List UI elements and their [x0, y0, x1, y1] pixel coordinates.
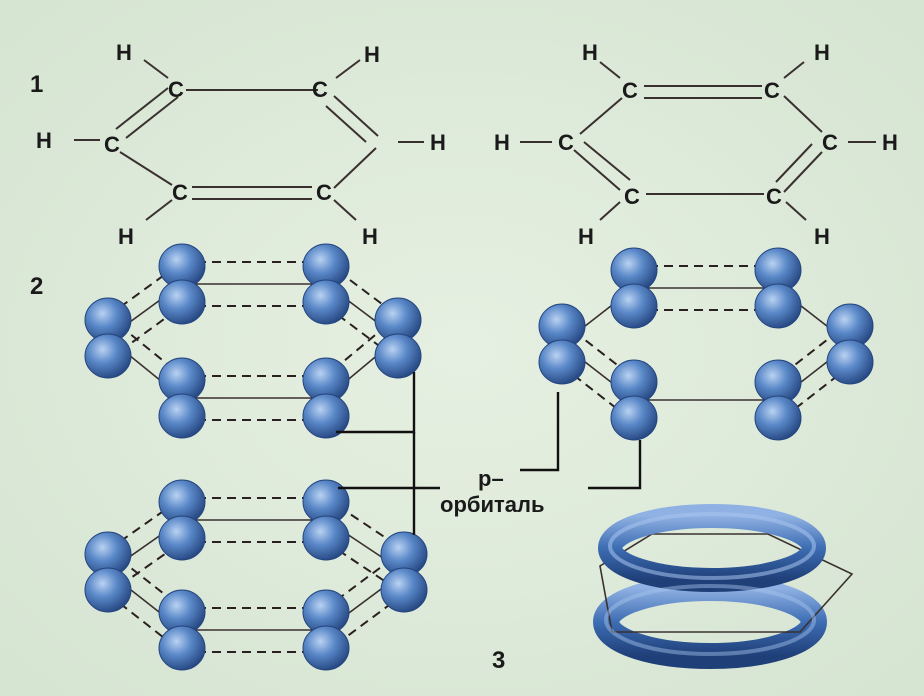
p-orbital-lobe: [754, 395, 802, 441]
p-orbital: [302, 479, 350, 561]
carbon-label: C: [172, 180, 188, 205]
p-orbital: [84, 297, 132, 379]
carbon-label: C: [316, 180, 332, 205]
carbon-label: C: [104, 132, 120, 157]
p-orbital-lobe: [538, 339, 586, 385]
p-orbital-lobe: [302, 515, 350, 561]
hydrogen-label: H: [494, 130, 510, 155]
p-orbital: [302, 243, 350, 325]
p-orbital-lobe: [302, 393, 350, 439]
delocalized-pi-cloud: [593, 504, 854, 669]
p-orbital-lobe: [374, 333, 422, 379]
step-number-2: 2: [30, 273, 43, 300]
hydrogen-label: H: [364, 42, 380, 67]
p-orbital: [380, 531, 428, 613]
p-orbital-lobe: [826, 339, 874, 385]
p-orbital: [302, 589, 350, 671]
kekule-structure-left: C C C C C H H H H H H: [36, 40, 446, 249]
p-orbital: [158, 243, 206, 325]
hydrogen-label: H: [882, 130, 898, 155]
carbon-label: C: [764, 78, 780, 103]
p-orbital-model-lower-left: [84, 479, 428, 671]
p-orbital: [374, 297, 422, 379]
p-orbital-lobe: [610, 283, 658, 329]
p-orbital: [610, 247, 658, 329]
carbon-label: C: [624, 184, 640, 209]
p-orbital-lobe: [610, 395, 658, 441]
p-orbital: [826, 303, 874, 385]
hydrogen-label: H: [118, 224, 134, 249]
p-orbital-lobe: [84, 567, 132, 613]
p-orbital-lobe: [84, 333, 132, 379]
p-orbital-lobe: [158, 279, 206, 325]
orbital-label-line2: орбиталь: [440, 492, 545, 517]
hydrogen-label: H: [582, 40, 598, 65]
p-orbital-lobe: [158, 515, 206, 561]
hydrogen-label: H: [578, 224, 594, 249]
p-orbital: [158, 479, 206, 561]
p-orbital: [158, 589, 206, 671]
p-orbital: [538, 303, 586, 385]
p-orbital: [302, 357, 350, 439]
kekule-structure-right: C C C C C C H H H H H H: [494, 40, 898, 249]
p-orbital: [754, 359, 802, 441]
p-orbital: [158, 357, 206, 439]
hydrogen-label: H: [362, 224, 378, 249]
p-orbital-model-upper-left: [84, 243, 422, 439]
carbon-label: C: [822, 130, 838, 155]
carbon-label: C: [312, 77, 328, 102]
p-orbital: [754, 247, 802, 329]
carbon-label: C: [622, 78, 638, 103]
p-orbital-lobe: [754, 283, 802, 329]
step-number-1: 1: [30, 71, 43, 98]
carbon-label: C: [168, 77, 184, 102]
hydrogen-label: H: [116, 40, 132, 65]
carbon-label: C: [766, 184, 782, 209]
p-orbital-lobe: [158, 393, 206, 439]
orbital-label-line1: p–: [478, 466, 504, 491]
carbon-label: C: [558, 130, 574, 155]
p-orbital-lobe: [302, 279, 350, 325]
hydrogen-label: H: [814, 40, 830, 65]
step-number-3: 3: [492, 647, 505, 674]
hydrogen-label: H: [814, 224, 830, 249]
p-orbital-lobe: [380, 567, 428, 613]
p-orbital-lobe: [158, 625, 206, 671]
p-orbital: [610, 359, 658, 441]
p-orbital: [84, 531, 132, 613]
orbital-leader-lines: [336, 372, 642, 535]
p-orbital-model-right: [538, 247, 874, 441]
hydrogen-label: H: [430, 130, 446, 155]
hydrogen-label: H: [36, 128, 52, 153]
p-orbital-lobe: [302, 625, 350, 671]
